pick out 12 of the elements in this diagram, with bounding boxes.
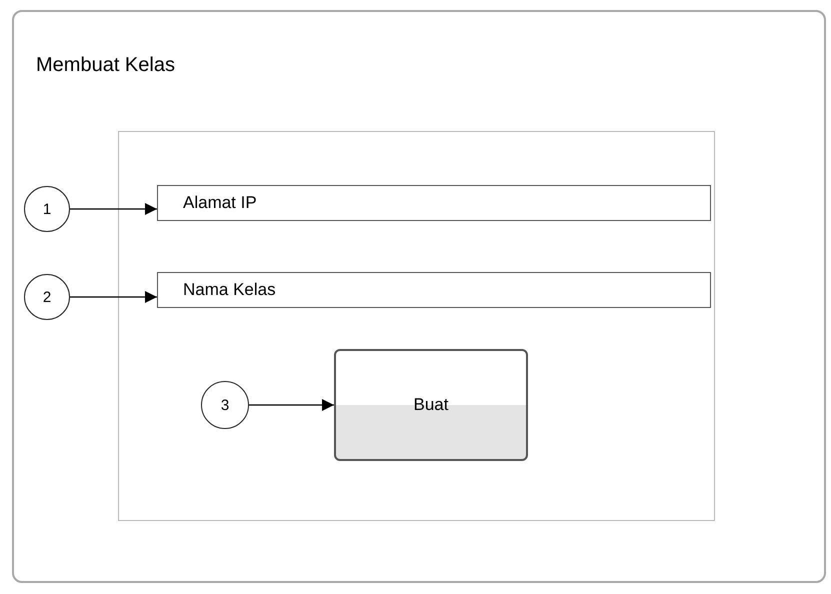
arrow <box>70 291 157 303</box>
window-title: Membuat Kelas <box>36 54 175 77</box>
arrow <box>249 399 334 411</box>
dialog-window <box>12 10 826 583</box>
callout-number: 3 <box>201 381 249 429</box>
callout-number: 2 <box>24 274 70 320</box>
input-field: Nama Kelas <box>157 272 711 308</box>
callout-number: 1 <box>24 186 70 232</box>
create-button: Buat <box>334 349 528 461</box>
input-field: Alamat IP <box>157 185 711 221</box>
form-panel <box>118 131 715 521</box>
arrow <box>70 203 157 215</box>
